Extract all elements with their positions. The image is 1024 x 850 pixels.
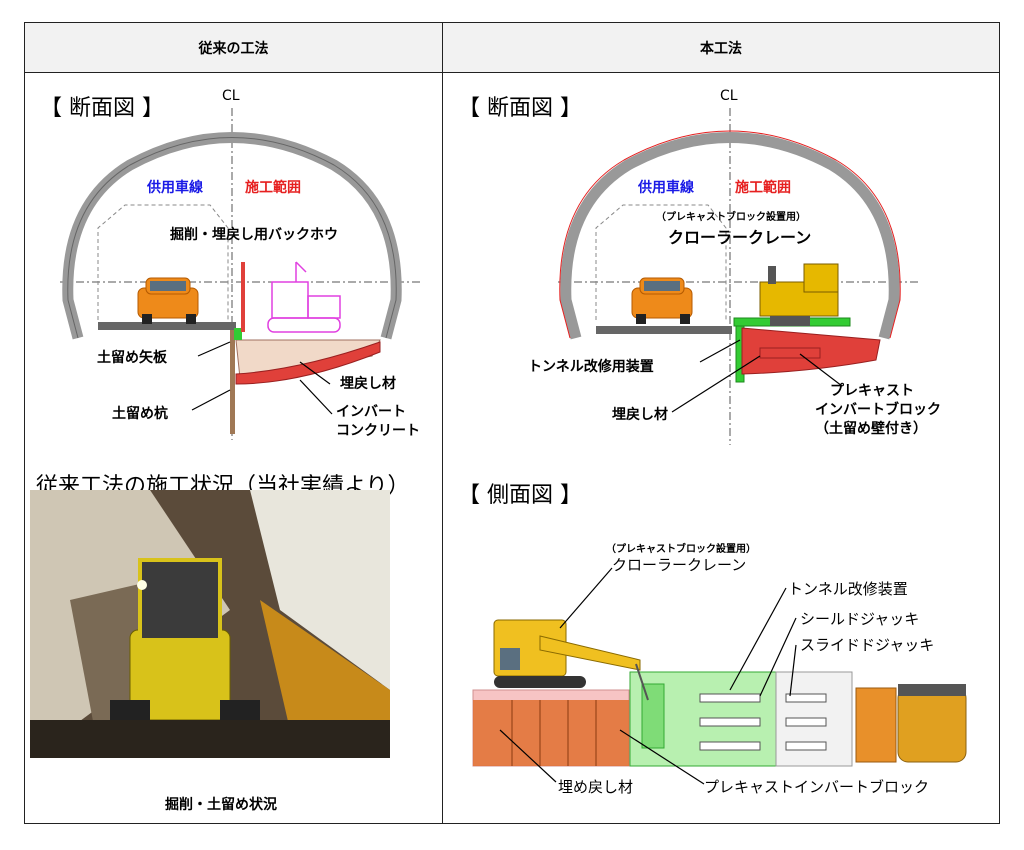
- left-invert-label-2: コンクリート: [336, 423, 420, 439]
- shield-jack-label: シールドジャッキ: [800, 610, 920, 628]
- left-cross-section: [60, 108, 420, 440]
- left-lane-label: 供用車線: [147, 180, 203, 196]
- crawler-crane-icon: [759, 263, 839, 326]
- left-sheet-label: 土留め矢板: [97, 350, 167, 366]
- left-invert-label-1: インバート: [336, 404, 406, 420]
- left-photo-caption: 掘削・土留め状況: [165, 797, 277, 813]
- right-cl-label: CL: [720, 88, 738, 104]
- header-new-method: 本工法: [442, 23, 999, 73]
- backhoe-icon: [267, 261, 341, 333]
- car-icon: [137, 277, 199, 324]
- side-backfill-label: 埋め戻し材: [558, 778, 634, 796]
- header-conventional: 従来の工法: [25, 23, 442, 73]
- right-cross-section: [558, 108, 918, 445]
- left-pile-label: 土留め杭: [112, 406, 168, 422]
- left-work-label: 施工範囲: [245, 180, 301, 196]
- left-cl-label: CL: [222, 88, 240, 104]
- right-crane-note: （プレキャストブロック設置用）: [656, 212, 806, 223]
- right-device-label: トンネル改修用装置: [528, 359, 654, 375]
- right-lane-label: 供用車線: [638, 180, 694, 196]
- side-device-label: トンネル改修装置: [788, 580, 908, 598]
- right-backfill-label: 埋戻し材: [612, 407, 668, 423]
- column-divider: [442, 23, 443, 823]
- comparison-table: 従来の工法 本工法: [24, 22, 1000, 824]
- side-view-title: 【 側面図 】: [458, 483, 582, 508]
- right-crane-label: クローラークレーン: [668, 228, 812, 247]
- left-backhoe-label: 掘削・埋戻し用バックホウ: [170, 227, 338, 243]
- right-section-title: 【 断面図 】: [458, 96, 582, 121]
- slide-jack-label: スライドドジャッキ: [800, 636, 935, 654]
- car-icon: [631, 277, 693, 324]
- side-crane-note: （プレキャストブロック設置用）: [606, 544, 756, 555]
- left-backfill-label: 埋戻し材: [340, 376, 396, 392]
- right-work-label: 施工範囲: [735, 180, 791, 196]
- construction-photo: [30, 490, 390, 758]
- side-view-diagram: [472, 567, 967, 785]
- right-precast-label-1: プレキャスト: [830, 383, 914, 399]
- side-crane-label: クローラークレーン: [612, 556, 747, 574]
- side-crane-icon: [493, 619, 649, 701]
- right-precast-label-3: （土留め壁付き）: [815, 421, 927, 437]
- right-precast-label-2: インバートブロック: [815, 402, 941, 418]
- side-precast-label: プレキャストインバートブロック: [704, 778, 930, 796]
- left-section-title: 【 断面図 】: [40, 96, 164, 121]
